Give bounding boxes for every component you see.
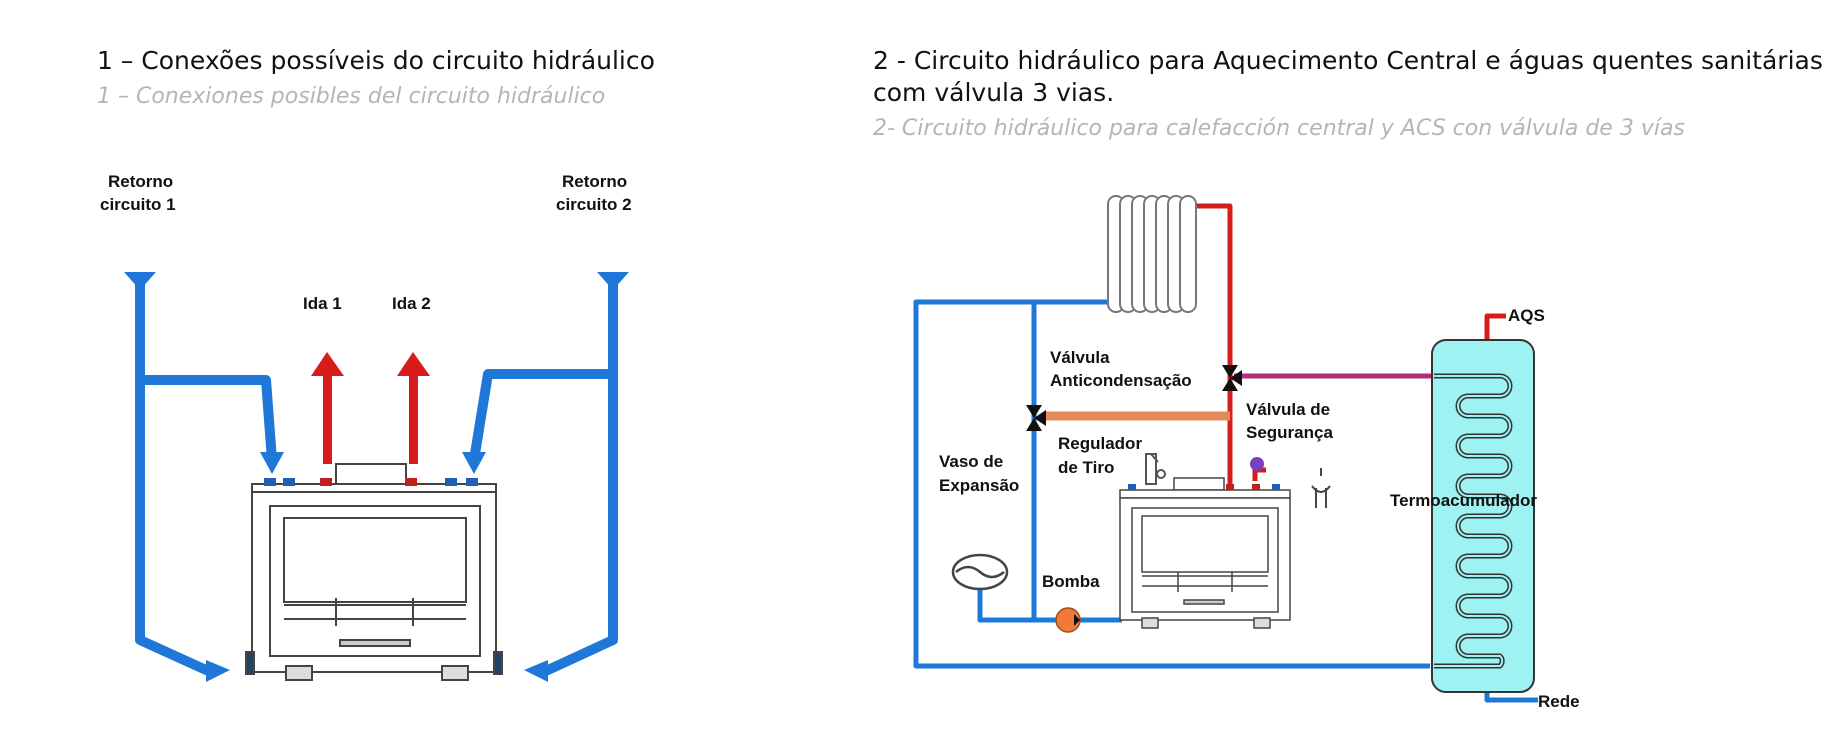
label-expansion-vessel-line1: Vaso de: [939, 452, 1004, 471]
label-aqs: AQS: [1508, 306, 1545, 325]
label-pump: Bomba: [1042, 572, 1100, 591]
right-title-line1: 2 - Circuito hidráulico para Aquecimento…: [873, 46, 1823, 75]
label-hot-water-tank: Termoacumulador: [1390, 491, 1538, 510]
expansion-vessel: [951, 553, 1009, 591]
label-return-circuit-1-line1: Retorno: [108, 172, 174, 191]
label-draft-regulator-line2: de Tiro: [1058, 458, 1115, 477]
boiler-right-connectors: [1128, 484, 1280, 490]
boiler-left: [245, 463, 503, 681]
label-expansion-vessel-line2: Expansão: [939, 476, 1020, 495]
label-draft-regulator-line1: Regulador: [1058, 434, 1143, 453]
right-title-line2: com válvula 3 vias.: [873, 78, 1115, 107]
label-safety-valve-line1: Válvula de: [1246, 400, 1331, 419]
anticondensation-valve: [1026, 405, 1046, 431]
pump: [1055, 607, 1081, 633]
funnel-left: [124, 272, 156, 290]
label-valve-line2: Anticondensação: [1050, 371, 1192, 390]
boiler-right: [1119, 477, 1291, 629]
funnel-right: [597, 272, 629, 290]
right-diagram: [913, 195, 1538, 703]
label-flow-1: Ida 1: [303, 294, 342, 313]
hot-water-tank: [1431, 339, 1535, 693]
label-flow-2: Ida 2: [392, 294, 431, 313]
return-circuit-2-pipe: [469, 277, 618, 675]
arrow-down-right: [462, 452, 486, 474]
radiator: [1107, 195, 1197, 313]
arrow-right-left: [206, 660, 230, 682]
arrow-down-left: [260, 452, 284, 474]
flow-1-arrow: [311, 352, 344, 464]
right-subtitle: 2- Circuito hidráulico para calefacción …: [873, 116, 1685, 141]
safety-valve: [1250, 457, 1331, 508]
draft-regulator: [1145, 453, 1166, 485]
label-mains: Rede: [1538, 692, 1580, 711]
left-subtitle: 1 – Conexiones posibles del circuito hid…: [97, 84, 606, 109]
flow-2-arrow: [397, 352, 430, 464]
label-return-circuit-1-line2: circuito 1: [100, 195, 176, 214]
return-circuit-1-pipe: [135, 277, 277, 675]
three-way-valve-top: [1222, 365, 1242, 391]
label-return-circuit-2-line1: Retorno: [562, 172, 628, 191]
label-valve-line1: Válvula: [1050, 348, 1110, 367]
label-return-circuit-2-line2: circuito 2: [556, 195, 632, 214]
blue-return-pipe: [913, 299, 1538, 703]
left-title: 1 – Conexões possíveis do circuito hidrá…: [97, 46, 655, 75]
arrow-left-right: [524, 660, 548, 682]
label-safety-valve-line2: Segurança: [1246, 423, 1333, 442]
boiler-left-connectors: [264, 478, 478, 486]
left-diagram: [124, 272, 629, 682]
